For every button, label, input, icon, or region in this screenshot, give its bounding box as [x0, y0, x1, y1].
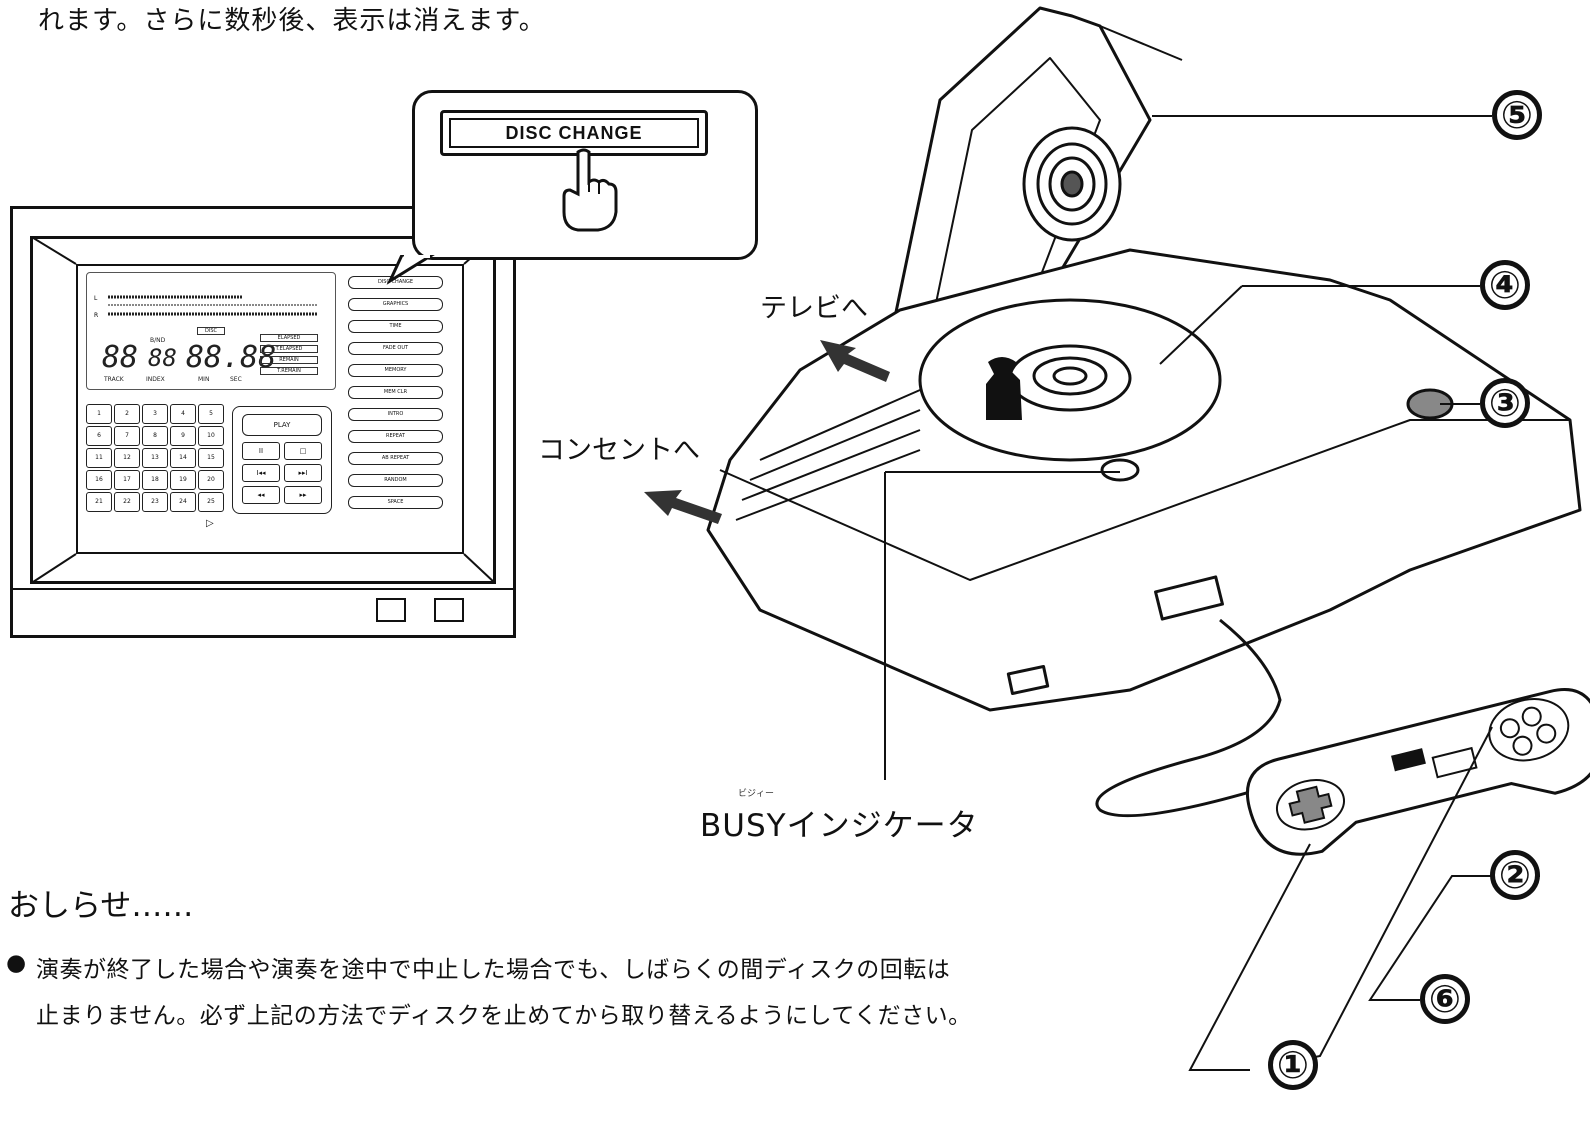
- tv-button-2: [434, 598, 464, 622]
- next-track-button[interactable]: ▸▸I: [284, 464, 322, 482]
- num-key[interactable]: 7: [114, 426, 140, 446]
- notice-title: おしらせ……: [8, 888, 194, 924]
- notice-bullet: ●: [6, 950, 27, 976]
- num-key[interactable]: 20: [198, 470, 224, 490]
- screen-button-intro[interactable]: INTRO: [348, 408, 443, 421]
- stop-button[interactable]: □: [284, 442, 322, 460]
- screen-button-mem-clr[interactable]: MEM CLR: [348, 386, 443, 399]
- screen-button-fade-out[interactable]: FADE OUT: [348, 342, 443, 355]
- level-meter: L R: [94, 295, 318, 319]
- min-label: MIN: [198, 376, 210, 383]
- sec-label: SEC: [230, 376, 242, 383]
- screen-button-repeat[interactable]: REPEAT: [348, 430, 443, 443]
- pointing-hand-icon: [562, 148, 618, 232]
- number-1-badge: ①: [1268, 1040, 1318, 1090]
- num-key[interactable]: 3: [142, 404, 168, 424]
- num-key[interactable]: 10: [198, 426, 224, 446]
- num-key[interactable]: 19: [170, 470, 196, 490]
- arrow-icon: ▷: [206, 518, 214, 529]
- notice-line-2: 止まりません。必ず上記の方法でディスクを止めてから取り替えるようにしてください。: [36, 1003, 972, 1029]
- track-digits: 88: [102, 340, 139, 375]
- fast-forward-button[interactable]: ▸▸: [284, 486, 322, 504]
- num-key[interactable]: 21: [86, 492, 112, 512]
- busy-ruby: ビジィー: [738, 789, 775, 799]
- tv-button-1: [376, 598, 406, 622]
- tv-base: [10, 588, 516, 638]
- num-key[interactable]: 13: [142, 448, 168, 468]
- transport-panel: [232, 406, 332, 514]
- number-5-badge: ⑤: [1492, 90, 1542, 140]
- num-key[interactable]: 11: [86, 448, 112, 468]
- bnd-label: B/ND: [150, 337, 166, 344]
- num-key[interactable]: 2: [114, 404, 140, 424]
- top-text: れます。さらに数秒後、表示は消えます。: [38, 6, 546, 36]
- num-key[interactable]: 9: [170, 426, 196, 446]
- num-key[interactable]: 14: [170, 448, 196, 468]
- disc-change-callout-frame: [440, 110, 708, 156]
- num-key[interactable]: 6: [86, 426, 112, 446]
- num-key[interactable]: 12: [114, 448, 140, 468]
- svg-text:R: R: [94, 312, 98, 319]
- pause-button[interactable]: II: [242, 442, 280, 460]
- svg-text:L: L: [94, 295, 98, 302]
- busy-indicator-label: BUSYインジケータ: [700, 808, 979, 844]
- rewind-button[interactable]: ◂◂: [242, 486, 280, 504]
- num-key[interactable]: 17: [114, 470, 140, 490]
- mode-elapsed: ELAPSED: [260, 334, 318, 342]
- lcd-display: [86, 272, 336, 390]
- screen-button-graphics[interactable]: GRAPHICS: [348, 298, 443, 311]
- num-key[interactable]: 23: [142, 492, 168, 512]
- notice-line-1: 演奏が終了した場合や演奏を途中で中止した場合でも、しばらくの間ディスクの回転は: [36, 957, 951, 983]
- to-tv-label: テレビへ: [760, 293, 868, 324]
- play-button[interactable]: PLAY: [242, 414, 322, 436]
- screen-button-time[interactable]: TIME: [348, 320, 443, 333]
- num-key[interactable]: 24: [170, 492, 196, 512]
- num-key[interactable]: 5: [198, 404, 224, 424]
- callout-tail: [386, 255, 435, 285]
- index-digits: 88: [148, 344, 177, 372]
- mode-remain: REMAIN: [260, 356, 318, 364]
- num-key[interactable]: 22: [114, 492, 140, 512]
- disc-change-button[interactable]: DISC CHANGE: [449, 118, 699, 148]
- to-outlet-label: コンセントへ: [538, 435, 700, 466]
- index-label: INDEX: [146, 376, 165, 383]
- num-key[interactable]: 16: [86, 470, 112, 490]
- screen-button-memory[interactable]: MEMORY: [348, 364, 443, 377]
- prev-track-button[interactable]: I◂◂: [242, 464, 280, 482]
- mode-t-elapsed: T.ELAPSED: [260, 345, 318, 353]
- screen-button-space[interactable]: SPACE: [348, 496, 443, 509]
- num-key[interactable]: 15: [198, 448, 224, 468]
- screen-button-random[interactable]: RANDOM: [348, 474, 443, 487]
- num-key[interactable]: 1: [86, 404, 112, 424]
- num-key[interactable]: 18: [142, 470, 168, 490]
- num-key[interactable]: 25: [198, 492, 224, 512]
- disc-label: DISC: [197, 327, 225, 335]
- number-3-badge: ③: [1480, 378, 1530, 428]
- screen-button-ab-repeat[interactable]: AB REPEAT: [348, 452, 443, 465]
- number-6-badge: ⑥: [1420, 974, 1470, 1024]
- number-2-badge: ②: [1490, 850, 1540, 900]
- track-label: TRACK: [104, 376, 124, 383]
- num-key[interactable]: 8: [142, 426, 168, 446]
- number-4-badge: ④: [1480, 260, 1530, 310]
- mode-t-remain: T.REMAIN: [260, 367, 318, 375]
- num-key[interactable]: 4: [170, 404, 196, 424]
